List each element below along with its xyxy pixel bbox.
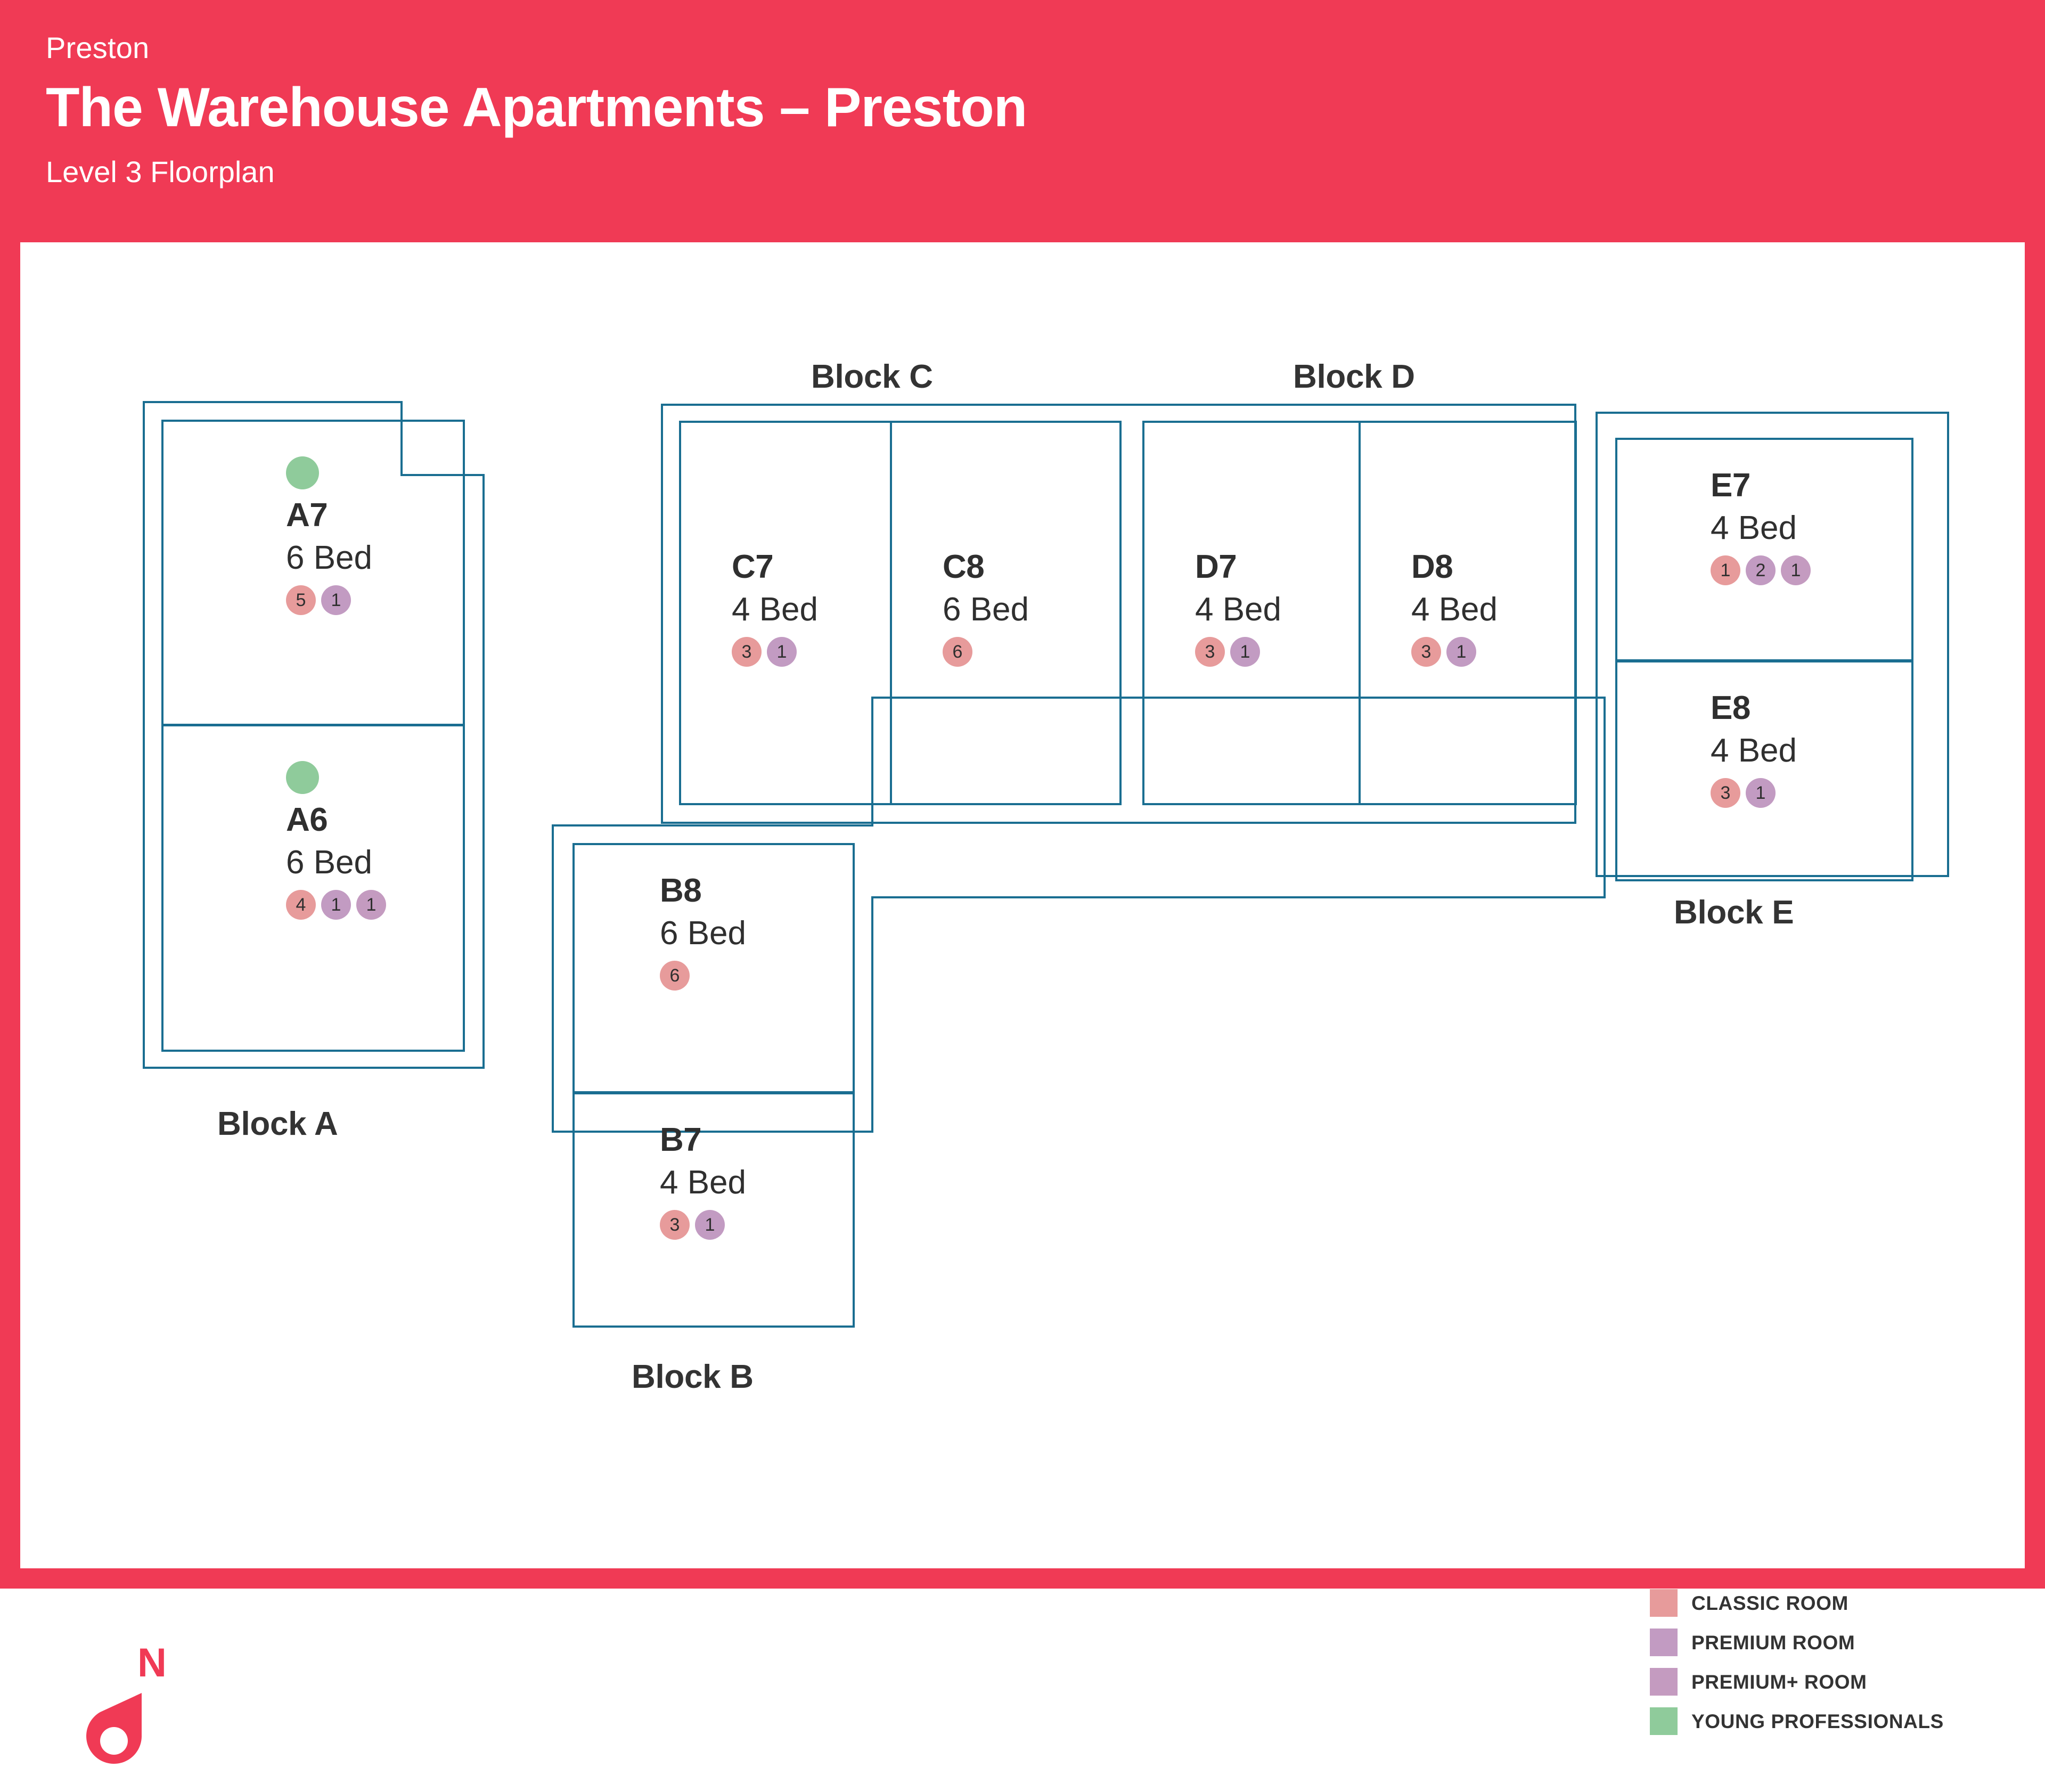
badge-classic: 1 [1711, 555, 1740, 585]
block-b-outline [552, 697, 1606, 1133]
unit-beds: 4 Bed [1195, 591, 1282, 628]
floorplan-canvas: A7 6 Bed 5 1 A6 6 Bed 4 1 1 [20, 242, 2025, 1764]
unit-beds: 6 Bed [286, 539, 373, 576]
unit-code: B8 [660, 872, 702, 909]
unit-e7[interactable]: E7 4 Bed 1 2 1 [1615, 438, 1913, 661]
legend-item-classic: CLASSIC ROOM [1650, 1587, 1944, 1619]
unit-beds: 6 Bed [943, 591, 1029, 628]
unit-badges: 5 1 [286, 585, 372, 615]
legend-item-premium: PREMIUM ROOM [1650, 1626, 1944, 1658]
block-label-e: Block E [1674, 894, 1794, 931]
unit-badges: 4 1 1 [286, 890, 386, 920]
block-label-a: Block A [217, 1106, 338, 1142]
unit-code: A7 [286, 497, 328, 534]
floorplan-stage: A7 6 Bed 5 1 A6 6 Bed 4 1 1 [20, 242, 2025, 1764]
legend-label: PREMIUM ROOM [1691, 1631, 1855, 1654]
badge-classic: 3 [660, 1210, 690, 1240]
unit-badges: 3 1 [1411, 637, 1498, 667]
unit-e8[interactable]: E8 4 Bed 3 1 [1615, 660, 1913, 881]
unit-c8[interactable]: C8 6 Bed 6 [890, 421, 1122, 805]
block-a-outline [143, 401, 485, 1069]
badge-classic: 6 [660, 961, 690, 991]
young-professionals-dot [286, 456, 319, 489]
badge-premium: 2 [1746, 555, 1776, 585]
badge-premium-plus: 1 [1781, 555, 1811, 585]
unit-beds: 6 Bed [286, 844, 373, 881]
badge-classic: 3 [732, 637, 762, 667]
badge-classic: 4 [286, 890, 316, 920]
block-cd-outline [661, 404, 1576, 824]
unit-beds: 4 Bed [1711, 510, 1797, 546]
legend-label: PREMIUM+ ROOM [1691, 1671, 1867, 1693]
unit-a6[interactable]: A6 6 Bed 4 1 1 [161, 724, 465, 1052]
badge-premium: 1 [1230, 637, 1260, 667]
badge-premium: 1 [321, 585, 351, 615]
compass-north-label: N [137, 1640, 167, 1685]
unit-beds: 4 Bed [732, 591, 819, 628]
unit-code: D8 [1411, 549, 1453, 585]
badge-classic: 3 [1411, 637, 1441, 667]
young-professionals-dot [286, 761, 319, 794]
unit-a7[interactable]: A7 6 Bed 5 1 [161, 420, 465, 726]
unit-badges: 3 1 [1711, 778, 1797, 808]
unit-b7[interactable]: B7 4 Bed 3 1 [572, 1092, 855, 1328]
building-outline [143, 401, 1949, 1133]
legend-swatch-classic [1650, 1589, 1678, 1617]
unit-badges: 6 [660, 961, 746, 991]
unit-d8[interactable]: D8 4 Bed 3 1 [1359, 421, 1577, 805]
legend-item-premium-plus: PREMIUM+ ROOM [1650, 1666, 1944, 1698]
unit-b8[interactable]: B8 6 Bed 6 [572, 843, 855, 1093]
unit-beds: 4 Bed [1711, 732, 1797, 769]
header-subtitle: Level 3 Floorplan [46, 155, 275, 189]
unit-beds: 6 Bed [660, 915, 747, 952]
unit-code: D7 [1195, 549, 1237, 585]
badge-premium: 1 [321, 890, 351, 920]
unit-code: B7 [660, 1122, 702, 1158]
unit-code: C7 [732, 549, 774, 585]
block-label-d: Block D [1293, 358, 1415, 395]
legend-swatch-premium-plus [1650, 1668, 1678, 1696]
block-e-outline [1596, 412, 1949, 877]
unit-code: C8 [943, 549, 985, 585]
badge-premium-plus: 1 [356, 890, 386, 920]
unit-beds: 4 Bed [1411, 591, 1498, 628]
legend-item-young-professionals: YOUNG PROFESSIONALS [1650, 1705, 1944, 1737]
unit-code: A6 [286, 801, 328, 838]
unit-code: E8 [1711, 690, 1750, 726]
unit-badges: 3 1 [732, 637, 818, 667]
page-title: The Warehouse Apartments – Preston [46, 77, 1027, 138]
page-header: Preston The Warehouse Apartments – Prest… [0, 0, 2045, 242]
unit-badges: 3 1 [1195, 637, 1281, 667]
unit-badges: 1 2 1 [1711, 555, 1811, 585]
block-label-b: Block B [632, 1359, 754, 1395]
badge-premium: 1 [1446, 637, 1476, 667]
header-eyebrow: Preston [46, 31, 150, 64]
block-label-c: Block C [811, 358, 933, 395]
badge-premium: 1 [1746, 778, 1776, 808]
badge-classic: 6 [943, 637, 972, 667]
badge-classic: 3 [1711, 778, 1740, 808]
unit-beds: 4 Bed [660, 1164, 747, 1201]
unit-c7[interactable]: C7 4 Bed 3 1 [679, 421, 892, 805]
unit-d7[interactable]: D7 4 Bed 3 1 [1142, 421, 1361, 805]
north-pin-icon [86, 1693, 142, 1764]
compass: N [58, 1616, 217, 1792]
badge-classic: 3 [1195, 637, 1225, 667]
legend-label: YOUNG PROFESSIONALS [1691, 1710, 1944, 1732]
unit-badges: 6 [943, 637, 1029, 667]
badge-premium: 1 [767, 637, 797, 667]
badge-classic: 5 [286, 585, 316, 615]
unit-code: E7 [1711, 467, 1750, 504]
legend: CLASSIC ROOM PREMIUM ROOM PREMIUM+ ROOM … [1650, 1587, 1944, 1745]
badge-premium: 1 [695, 1210, 725, 1240]
legend-swatch-young-professionals [1650, 1707, 1678, 1735]
legend-label: CLASSIC ROOM [1691, 1592, 1848, 1614]
legend-swatch-premium [1650, 1629, 1678, 1656]
unit-badges: 3 1 [660, 1210, 746, 1240]
